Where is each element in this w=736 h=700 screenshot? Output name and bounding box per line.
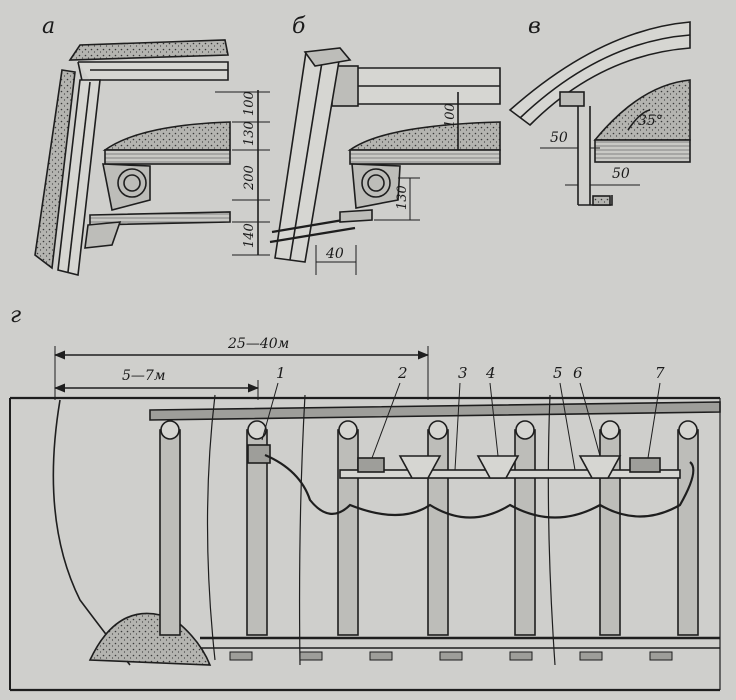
plank-b bbox=[349, 149, 501, 165]
leg-grain-b bbox=[289, 55, 324, 261]
callout-3: 3 bbox=[458, 364, 468, 382]
packing-b bbox=[347, 121, 501, 151]
roof-beam-g bbox=[149, 401, 721, 421]
prop-1-cap bbox=[160, 420, 180, 440]
dim-v-35: 35° bbox=[638, 113, 663, 129]
span-short-label: 5—7м bbox=[122, 368, 165, 384]
lower-bar-a bbox=[89, 211, 231, 226]
packing-v bbox=[593, 79, 691, 141]
leader-4 bbox=[489, 382, 499, 457]
drive-unit-2 bbox=[357, 457, 385, 473]
leader-3 bbox=[454, 382, 461, 471]
dim-a-100: 100 bbox=[242, 91, 257, 116]
bracket-b bbox=[339, 209, 373, 223]
callout-1: 1 bbox=[276, 364, 286, 382]
callout-7: 7 bbox=[655, 364, 665, 382]
panel-v: в 35° 50 50 bbox=[508, 14, 691, 206]
prop-4-cap bbox=[428, 420, 448, 440]
leader-5 bbox=[559, 382, 576, 471]
prop-7-cap bbox=[678, 420, 698, 440]
hopper-3 bbox=[578, 455, 622, 479]
prop-3-cap bbox=[338, 420, 358, 440]
prop-6-cap bbox=[600, 420, 620, 440]
hopper-1 bbox=[398, 455, 442, 479]
drive-unit-7 bbox=[629, 457, 661, 473]
leader-6 bbox=[579, 382, 601, 457]
callout-2: 2 bbox=[397, 364, 408, 382]
plank-v bbox=[594, 139, 691, 163]
leader-7 bbox=[647, 382, 661, 459]
panel-g: г 25—40м 5—7м bbox=[9, 303, 721, 692]
panel-v-label: в bbox=[528, 14, 541, 39]
drive-unit-1 bbox=[247, 444, 271, 464]
hanger-clip-v bbox=[559, 91, 585, 107]
prop-5-cap bbox=[515, 420, 535, 440]
panel-g-label: г bbox=[10, 303, 21, 328]
leader-1 bbox=[261, 382, 279, 441]
dim-a-140: 140 bbox=[242, 223, 257, 248]
log-end-a bbox=[117, 168, 147, 198]
callout-5: 5 bbox=[553, 364, 563, 382]
callout-6: 6 bbox=[573, 364, 583, 382]
prop-2-cap bbox=[247, 420, 267, 440]
plank-a bbox=[104, 149, 231, 165]
log-ring-b bbox=[367, 174, 385, 192]
hopper-2 bbox=[476, 455, 520, 479]
lower-log-a bbox=[84, 221, 122, 249]
prop-1 bbox=[159, 429, 181, 636]
panel-a: а 100 130 200 140 bbox=[34, 14, 270, 276]
dim-v-50a: 50 bbox=[550, 130, 568, 146]
dim-b-100: 100 bbox=[443, 103, 458, 128]
panel-a-label: а bbox=[42, 14, 55, 39]
sleepers-g bbox=[229, 651, 673, 661]
panel-b: б 100 130 40 bbox=[269, 14, 501, 275]
panel-b-label: б bbox=[292, 14, 306, 39]
dim-v-50b: 50 bbox=[612, 166, 630, 182]
hanger-load-v bbox=[592, 195, 611, 206]
props-g bbox=[159, 420, 699, 636]
dim-b-40: 40 bbox=[325, 246, 344, 262]
arch-line-v bbox=[519, 34, 691, 119]
log-ring-a bbox=[123, 174, 141, 192]
roof-beam-a bbox=[78, 61, 229, 81]
hanger-rod-v bbox=[577, 106, 613, 206]
prop-7 bbox=[677, 429, 699, 636]
dim-a-130: 130 bbox=[242, 121, 257, 146]
dim-b-130: 130 bbox=[395, 185, 410, 210]
leader-2 bbox=[371, 382, 401, 459]
dim-a-200: 200 bbox=[242, 165, 257, 191]
callout-4: 4 bbox=[485, 364, 496, 382]
hose-g bbox=[264, 453, 695, 519]
log-block-a bbox=[102, 163, 151, 211]
span-long-label: 25—40м bbox=[227, 336, 289, 352]
prop-5 bbox=[514, 429, 536, 636]
prop-3 bbox=[337, 429, 359, 636]
log-block-b bbox=[351, 163, 401, 209]
rock-wall-a bbox=[34, 69, 76, 270]
coal-pile-g bbox=[88, 612, 212, 666]
packing-a bbox=[102, 121, 231, 151]
leg-grain-a bbox=[67, 81, 91, 273]
leg-cap-b bbox=[303, 47, 352, 67]
vertical-cables-g bbox=[206, 394, 556, 666]
angle-arc-v bbox=[627, 109, 651, 131]
rock-roof-a bbox=[68, 39, 229, 61]
log-end-b bbox=[361, 168, 391, 198]
